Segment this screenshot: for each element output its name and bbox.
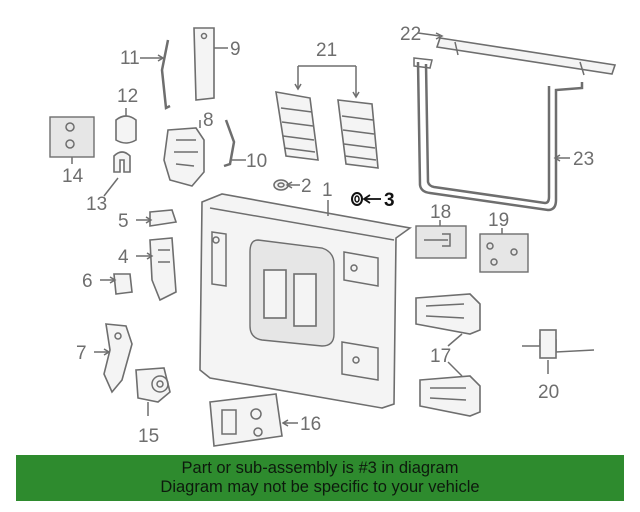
part-23-seal-frame: 23 xyxy=(413,57,594,212)
part-14-fastener-kit: 14 xyxy=(49,116,95,187)
callout-22: 22 xyxy=(400,24,421,45)
part-5-handle: 5 xyxy=(118,209,178,232)
callout-20: 20 xyxy=(538,382,559,403)
callout-8: 8 xyxy=(203,110,214,131)
callout-5: 5 xyxy=(118,211,129,232)
callout-3: 3 xyxy=(384,190,395,211)
part-4-bracket: 4 xyxy=(118,237,177,302)
fitment-banner: Part or sub-assembly is #3 in diagram Di… xyxy=(16,455,624,501)
part-13-clip: 13 xyxy=(86,151,131,215)
callout-18: 18 xyxy=(430,202,451,223)
callout-6: 6 xyxy=(82,271,93,292)
part-10-link-rod: 10 xyxy=(223,119,267,172)
callout-17: 17 xyxy=(430,346,451,367)
banner-line-2: Diagram may not be specific to your vehi… xyxy=(160,478,480,496)
part-12-knob: 12 xyxy=(115,86,138,144)
part-18-bolts: 18 xyxy=(415,202,467,259)
callout-4: 4 xyxy=(118,247,129,268)
part-7-hinge-arm: 7 xyxy=(76,323,133,394)
banner-line-1: Part or sub-assembly is #3 in diagram xyxy=(181,459,459,477)
callout-14: 14 xyxy=(62,166,84,187)
callout-16: 16 xyxy=(300,414,321,435)
callout-10: 10 xyxy=(246,151,267,172)
part-19-bolts: 19 xyxy=(479,210,529,273)
part-2-grommet: 2 xyxy=(273,176,312,197)
callout-9: 9 xyxy=(230,39,241,60)
callout-7: 7 xyxy=(76,343,87,364)
callout-19: 19 xyxy=(488,210,509,231)
part-21-grilles: 21 xyxy=(275,40,379,169)
parts-diagram: 22 23 21 9 11 12 xyxy=(49,24,617,447)
callout-21: 21 xyxy=(316,40,337,61)
callout-23: 23 xyxy=(573,149,594,170)
part-17-hinges: 17 xyxy=(415,293,481,417)
part-11-rod: 11 xyxy=(120,39,171,110)
callout-12: 12 xyxy=(117,86,138,107)
part-8-latch: 8 xyxy=(163,110,214,187)
callout-11: 11 xyxy=(120,48,140,69)
part-16-license-bracket: 16 xyxy=(209,393,321,447)
part-15-lock: 15 xyxy=(135,367,171,447)
callout-13: 13 xyxy=(86,194,107,215)
part-6-small-bracket: 6 xyxy=(82,271,133,295)
callout-1: 1 xyxy=(322,180,333,201)
part-1-tailgate-panel: 1 xyxy=(199,180,413,409)
callout-15: 15 xyxy=(138,426,159,447)
part-3-plug: 3 xyxy=(351,190,395,211)
callout-2: 2 xyxy=(301,176,312,197)
part-20-striker: 20 xyxy=(522,329,595,403)
part-22-header-bar: 22 xyxy=(400,24,617,76)
part-9-strip: 9 xyxy=(193,27,241,101)
